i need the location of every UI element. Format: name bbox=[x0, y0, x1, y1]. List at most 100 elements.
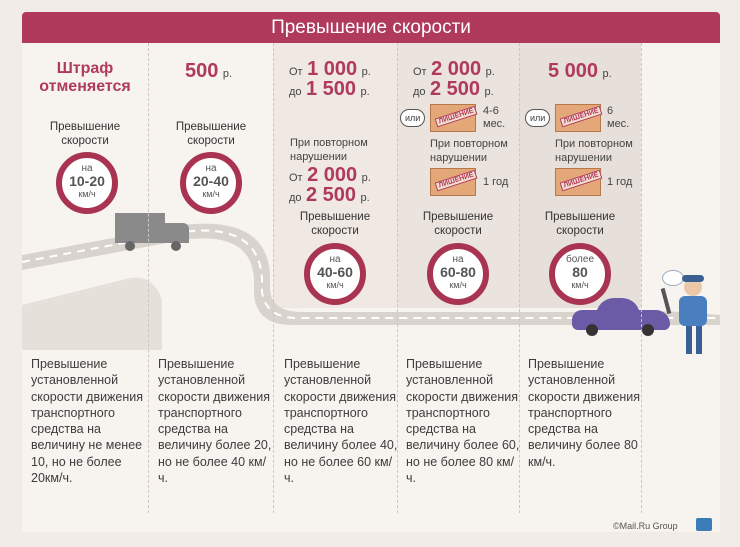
col4-label-line2: скорости bbox=[434, 225, 482, 237]
col1-fine: Штраф отменяется bbox=[30, 60, 140, 96]
sign-value: 80 bbox=[572, 264, 588, 280]
col4-currency: р. bbox=[485, 66, 495, 78]
column-divider-2 bbox=[273, 43, 275, 513]
car-icon bbox=[572, 296, 670, 336]
col4-repeat-line2: нарушении bbox=[430, 152, 487, 164]
col3-fine-to: до 1 500 р. bbox=[289, 78, 370, 101]
col4-repeat-deprivation: 1 год bbox=[483, 176, 509, 188]
mail-icon[interactable] bbox=[696, 518, 712, 531]
footer-copyright: ©Mail.Ru Group bbox=[613, 521, 678, 531]
speed-sign-10-20: на 10-20 км/ч bbox=[56, 152, 118, 214]
col3-repeat-from-prefix: От bbox=[289, 172, 303, 184]
col1-label: Превышение скорости bbox=[30, 120, 140, 148]
sign-top: на bbox=[81, 163, 93, 174]
sign-top: на bbox=[205, 163, 217, 174]
col3-to-prefix: до bbox=[289, 86, 302, 98]
road-center-line bbox=[22, 229, 720, 319]
col4-description: Превышение установленной скорости движен… bbox=[406, 357, 520, 486]
sign-top: более bbox=[565, 254, 595, 265]
sign-value: 60-80 bbox=[440, 264, 476, 280]
col5-deprivation: 6 мес. bbox=[607, 105, 629, 131]
col3-currency-2: р. bbox=[360, 86, 370, 98]
col5-label-line1: Превышение bbox=[544, 211, 616, 223]
col3-from-prefix: От bbox=[289, 66, 303, 78]
stamp-label: ЛИШЕНИЕ bbox=[434, 169, 478, 192]
col5-fine-amount: 5 000 bbox=[548, 60, 599, 82]
col4-deprivation-unit: мес. bbox=[483, 118, 506, 130]
col5-label: Превышение скорости bbox=[524, 210, 636, 238]
col3-from-amount: 1 000 bbox=[307, 58, 358, 80]
col3-to-amount: 1 500 bbox=[306, 78, 357, 100]
col4-repeat-line1: При повторном bbox=[430, 138, 508, 150]
stamp-label: ЛИШЕНИЕ bbox=[559, 169, 603, 192]
license-card-icon: ЛИШЕНИЕ bbox=[555, 104, 603, 132]
license-card-icon: ЛИШЕНИЕ bbox=[430, 168, 478, 196]
col5-repeat-deprivation: 1 год bbox=[607, 176, 633, 188]
page-title: Превышение скорости bbox=[22, 12, 720, 43]
stamp-label: ЛИШЕНИЕ bbox=[434, 105, 478, 128]
col5-description: Превышение установленной скорости движен… bbox=[528, 357, 641, 469]
col4-to-amount: 2 500 bbox=[430, 78, 481, 100]
col4-currency-2: р. bbox=[484, 86, 494, 98]
col5-fine: 5 000 р. bbox=[548, 60, 612, 83]
col4-from-amount: 2 000 bbox=[431, 58, 482, 80]
col3-repeat-to-prefix: до bbox=[289, 192, 302, 204]
col5-currency: р. bbox=[602, 68, 612, 80]
col1-description: Превышение установленной скорости движен… bbox=[31, 357, 144, 486]
column-divider-5 bbox=[641, 43, 643, 513]
col4-repeat-label: При повторном нарушении bbox=[430, 137, 508, 165]
col4-from-prefix: От bbox=[413, 66, 427, 78]
col3-label-line1: Превышение bbox=[299, 211, 371, 223]
col2-description: Превышение установленной скорости движен… bbox=[158, 357, 272, 486]
sign-unit: км/ч bbox=[571, 280, 589, 290]
col4-deprivation: 4-6 мес. bbox=[483, 105, 505, 131]
column-divider-1 bbox=[148, 43, 150, 513]
column-divider-3 bbox=[397, 43, 399, 513]
col2-label: Превышение скорости bbox=[155, 120, 267, 148]
stamp-label: ЛИШЕНИЕ bbox=[559, 105, 603, 128]
col4-label: Превышение скорости bbox=[402, 210, 514, 238]
col3-currency: р. bbox=[361, 66, 371, 78]
col3-repeat-to-amount: 2 500 bbox=[306, 184, 357, 206]
col3-repeat-from-amount: 2 000 bbox=[307, 164, 358, 186]
col2-label-line2: скорости bbox=[187, 135, 235, 147]
speed-sign-over-80: более 80 км/ч bbox=[549, 243, 611, 305]
col1-label-line1: Превышение bbox=[49, 121, 121, 133]
sign-value: 10-20 bbox=[69, 173, 105, 189]
col2-label-line1: Превышение bbox=[175, 121, 247, 133]
col3-label: Превышение скорости bbox=[279, 210, 391, 238]
sign-unit: км/ч bbox=[326, 280, 344, 290]
police-officer-icon bbox=[660, 270, 710, 354]
truck-icon bbox=[115, 213, 190, 251]
col4-deprivation-term: 4-6 bbox=[483, 105, 499, 117]
speed-sign-60-80: на 60-80 км/ч bbox=[427, 243, 489, 305]
col4-label-line1: Превышение bbox=[422, 211, 494, 223]
col1-fine-line2: отменяется bbox=[39, 78, 131, 95]
col2-currency: р. bbox=[222, 68, 233, 80]
col5-label-line2: скорости bbox=[556, 225, 604, 237]
sign-value: 20-40 bbox=[193, 173, 229, 189]
sign-unit: км/ч bbox=[202, 189, 220, 199]
col3-fine-from: От 1 000 р. bbox=[289, 58, 371, 81]
col4-fine-to: до 2 500 р. bbox=[413, 78, 494, 101]
sign-top: на bbox=[452, 254, 464, 265]
col3-description: Превышение установленной скорости движен… bbox=[284, 357, 398, 486]
col5-or-badge: или bbox=[525, 109, 551, 127]
col2-fine-amount: 500 bbox=[185, 60, 219, 82]
col3-repeat-line2: нарушении bbox=[290, 151, 347, 163]
license-card-icon: ЛИШЕНИЕ bbox=[555, 168, 603, 196]
col4-to-prefix: до bbox=[413, 86, 426, 98]
license-card-icon: ЛИШЕНИЕ bbox=[430, 104, 478, 132]
col5-deprivation-term: 6 bbox=[607, 105, 614, 117]
sign-unit: км/ч bbox=[78, 189, 96, 199]
col5-repeat-label: При повторном нарушении bbox=[555, 137, 633, 165]
col3-label-line2: скорости bbox=[311, 225, 359, 237]
col4-or-badge: или bbox=[400, 109, 426, 127]
column-divider-4 bbox=[519, 43, 521, 513]
col1-fine-line1: Штраф bbox=[56, 60, 114, 77]
col3-repeat-to: до 2 500 р. bbox=[289, 184, 370, 207]
sign-top: на bbox=[329, 254, 341, 265]
col3-repeat-currency: р. bbox=[361, 172, 371, 184]
road-lower bbox=[22, 277, 162, 350]
sign-value: 40-60 bbox=[317, 264, 353, 280]
